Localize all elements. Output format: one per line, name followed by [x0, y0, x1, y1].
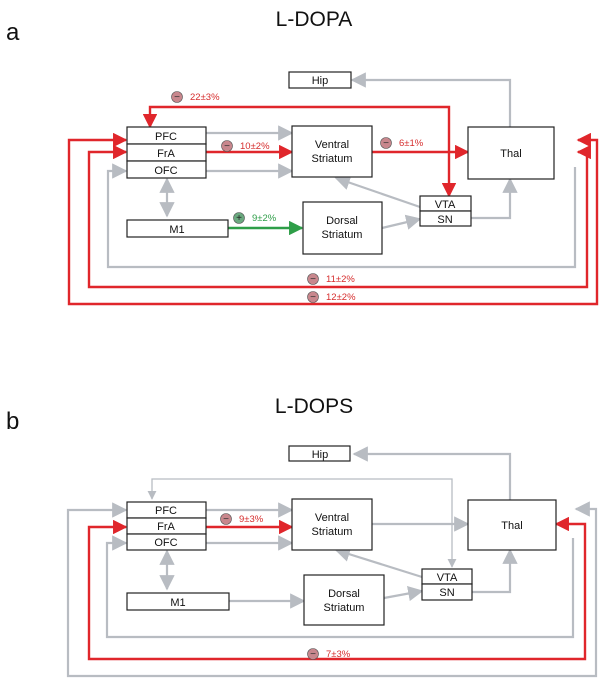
node-m1-label: M1: [169, 224, 184, 236]
edge-pfc-thal-loop: [66, 501, 598, 678]
minus-badge-icon: −: [174, 92, 180, 103]
node-dorsal-label-1: Dorsal: [326, 215, 358, 227]
node-pfc-label: PFC: [155, 505, 177, 517]
node-thal-label: Thal: [501, 520, 522, 532]
node-hip: Hip: [288, 71, 352, 89]
edge-label-9: − 9±3%: [220, 513, 264, 525]
edge-label-text: 9±3%: [239, 514, 264, 525]
edge-label-9: + 9±2%: [233, 212, 277, 224]
edge-label-6: − 6±1%: [380, 137, 424, 149]
panel-a-red-edges: [67, 105, 599, 306]
edge-sn-to-thal: [472, 548, 518, 594]
node-hip-label: Hip: [312, 75, 329, 87]
node-ventral-label-2: Striatum: [312, 526, 353, 538]
node-pfc-label: PFC: [155, 131, 177, 143]
panel-a-title: L-DOPA: [276, 8, 353, 31]
edge-label-text: 7±3%: [326, 649, 351, 660]
panel-b-gray-edges: [66, 446, 598, 678]
node-vta: VTA: [419, 195, 472, 212]
node-dorsal-label-2: Striatum: [322, 229, 363, 241]
node-m1: M1: [126, 592, 230, 611]
edge-thal-to-hip: [350, 72, 512, 127]
node-thal-label: Thal: [500, 148, 521, 160]
edge-pfc-thal-loop: [67, 132, 599, 306]
node-sn: SN: [421, 583, 473, 601]
node-ofc-label: OFC: [154, 165, 177, 177]
edge-sn-to-thal: [471, 177, 518, 220]
edge-label-12: − 12±2%: [307, 291, 356, 303]
node-dorsal-label-2: Striatum: [324, 602, 365, 614]
panel-b-letter: b: [6, 408, 19, 435]
minus-badge-icon: −: [310, 292, 316, 303]
node-vta: VTA: [421, 568, 473, 585]
panel-a: a L-DOPA Hip PF: [6, 8, 599, 306]
node-sn-label: SN: [439, 587, 454, 599]
node-thal: Thal: [467, 499, 557, 551]
minus-badge-icon: −: [310, 274, 316, 285]
node-fra: FrA: [126, 143, 207, 162]
minus-badge-icon: −: [224, 141, 230, 152]
node-vta-label: VTA: [437, 572, 458, 584]
node-ventral-label-1: Ventral: [315, 512, 349, 524]
edge-label-text: 11±2%: [326, 274, 355, 285]
node-dorsal-striatum: Dorsal Striatum: [302, 201, 383, 255]
plus-badge-icon: +: [236, 213, 242, 224]
node-m1: M1: [126, 219, 229, 238]
node-sn: SN: [419, 210, 472, 227]
minus-badge-icon: −: [310, 649, 316, 660]
node-sn-label: SN: [437, 214, 452, 226]
edge-thal-to-hip: [352, 446, 512, 500]
edge-label-text: 12±2%: [326, 292, 356, 303]
panel-a-letter: a: [6, 19, 20, 46]
edge-label-7: − 7±3%: [307, 648, 351, 660]
edge-label-10: − 10±2%: [221, 140, 270, 152]
panel-b-title: L-DOPS: [275, 395, 353, 418]
node-hip-label: Hip: [312, 449, 329, 461]
edge-label-text: 22±3%: [190, 92, 220, 103]
edge-ofc-thal-loop: [105, 535, 575, 639]
node-m1-label: M1: [170, 597, 185, 609]
node-dorsal-striatum: Dorsal Striatum: [303, 574, 385, 626]
panel-b: b L-DOPS Hip PFC: [6, 395, 598, 678]
node-fra-label: FrA: [157, 148, 175, 160]
node-pfc: PFC: [126, 126, 207, 145]
edge-ofc-thal-loop: [106, 163, 577, 269]
edge-label-22: − 22±3%: [171, 91, 220, 103]
node-hip: Hip: [288, 445, 351, 462]
node-fra-label: FrA: [157, 521, 175, 533]
edge-label-11: − 11±2%: [307, 273, 355, 285]
minus-badge-icon: −: [223, 514, 229, 525]
node-dorsal-label-1: Dorsal: [328, 588, 360, 600]
edge-dorsal-to-sn: [381, 214, 422, 230]
node-fra: FrA: [126, 517, 207, 535]
edge-dorsal-to-sn: [383, 585, 424, 602]
node-ofc: OFC: [126, 160, 207, 179]
node-ventral-label-1: Ventral: [315, 139, 349, 151]
node-ventral-striatum: Ventral Striatum: [291, 498, 373, 551]
edge-label-text: 10±2%: [240, 141, 270, 152]
minus-badge-icon: −: [383, 138, 389, 149]
edge-vta-to-ventral: [334, 546, 423, 579]
node-pfc: PFC: [126, 501, 207, 519]
node-ventral-label-2: Striatum: [312, 153, 353, 165]
node-thal: Thal: [467, 126, 555, 180]
node-vta-label: VTA: [435, 199, 456, 211]
node-ofc-label: OFC: [154, 537, 177, 549]
node-ventral-striatum: Ventral Striatum: [291, 125, 373, 178]
edge-fra-thal-loop: [87, 516, 587, 661]
panel-b-red-edges: [87, 516, 587, 661]
edge-label-text: 6±1%: [399, 138, 424, 149]
edge-fra-thal-loop: [87, 144, 591, 289]
edge-label-text: 9±2%: [252, 213, 277, 224]
node-ofc: OFC: [126, 533, 207, 551]
